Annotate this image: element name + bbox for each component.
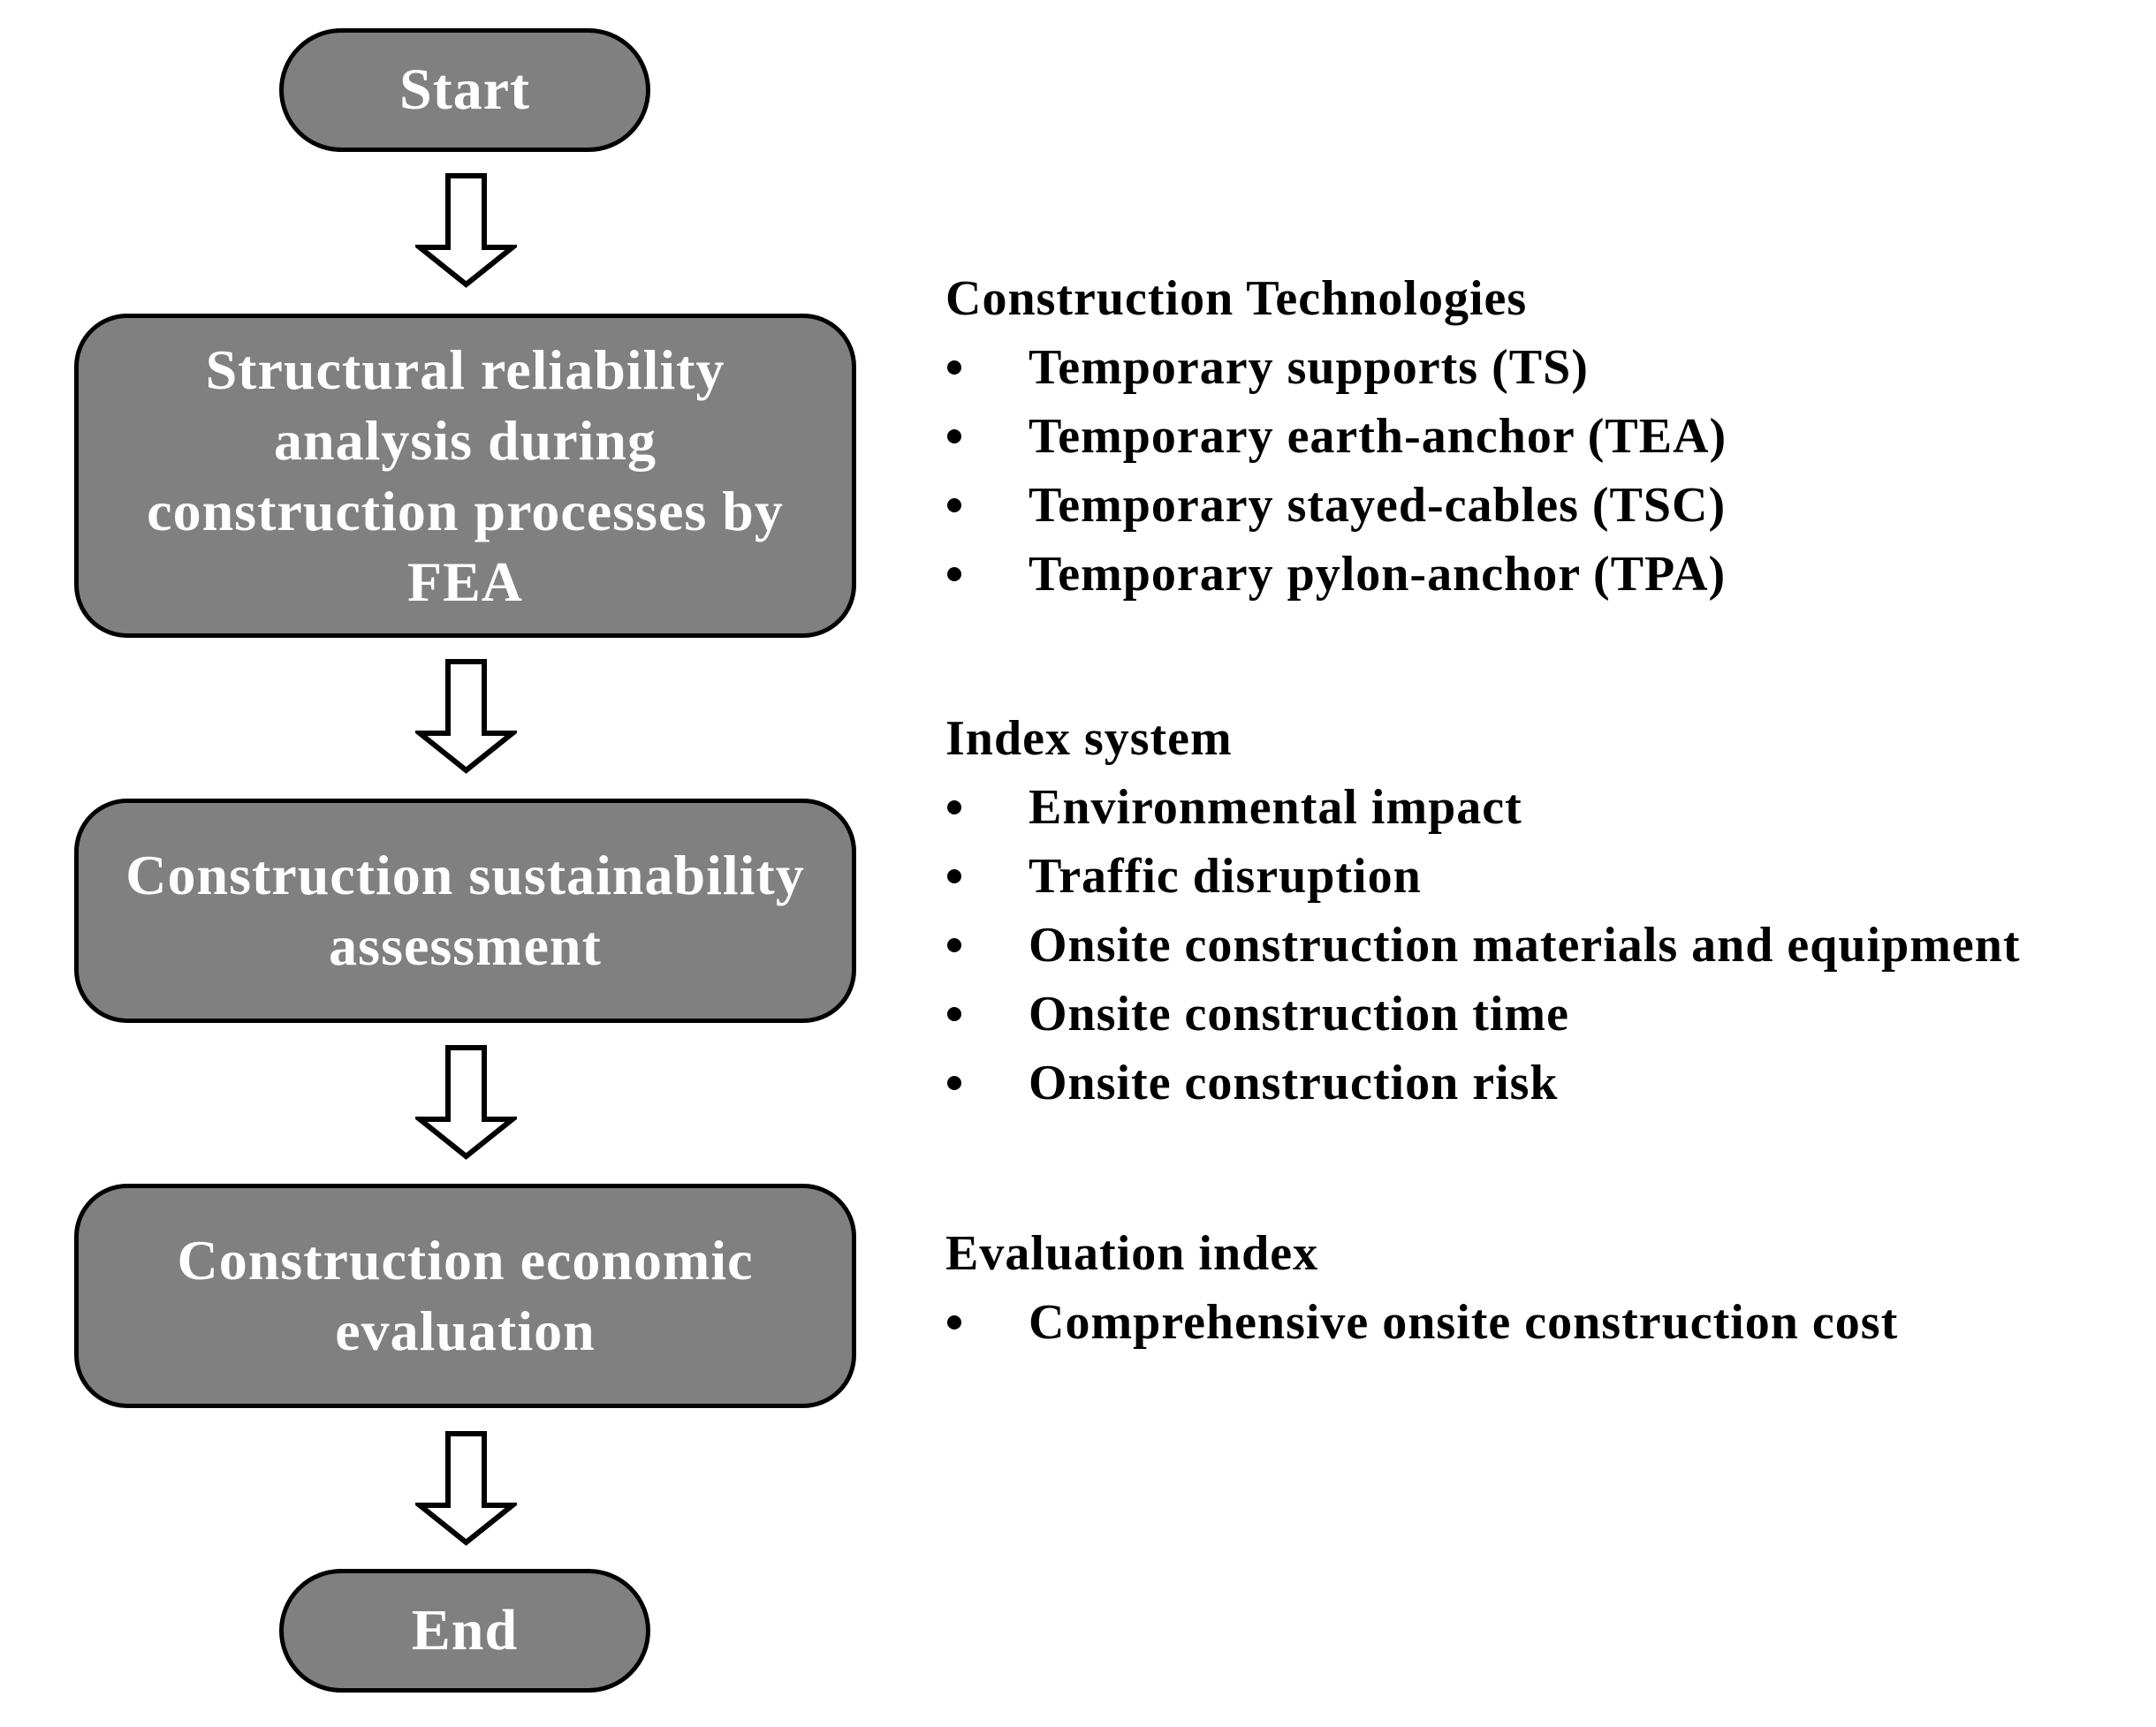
evaluation-index-list: Comprehensive onsite construction cost xyxy=(945,1288,1898,1357)
hollow-arrow-icon xyxy=(415,173,517,288)
hollow-arrow-icon xyxy=(415,1045,517,1160)
list-item-label: Onsite construction risk xyxy=(1029,1056,1559,1110)
list-item: Temporary earth-anchor (TEA) xyxy=(945,402,1727,471)
list-item-label: Temporary supports (TS) xyxy=(1029,340,1589,395)
evaluation-index-group: Evaluation index Comprehensive onsite co… xyxy=(945,1219,1898,1357)
index-system-group: Index system Environmental impact Traffi… xyxy=(945,704,2021,1117)
structural-reliability-step: Structural reliability analysis during c… xyxy=(74,314,856,638)
bullet-icon xyxy=(947,1007,961,1021)
down-arrow-4 xyxy=(415,1431,517,1546)
bullet-icon xyxy=(947,567,961,581)
list-item: Temporary stayed-cables (TSC) xyxy=(945,471,1727,540)
list-item-label: Onsite construction materials and equipm… xyxy=(1029,918,2021,973)
list-item-label: Onsite construction time xyxy=(1029,987,1569,1042)
list-item: Comprehensive onsite construction cost xyxy=(945,1288,1898,1357)
hollow-arrow-icon xyxy=(415,659,517,774)
down-arrow-1 xyxy=(415,173,517,288)
end-terminal: End xyxy=(279,1569,650,1693)
start-label: Start xyxy=(399,57,530,122)
list-item: Onsite construction time xyxy=(945,980,2021,1049)
index-system-heading: Index system xyxy=(945,711,1233,766)
construction-technologies-group: Construction Technologies Temporary supp… xyxy=(945,264,1727,609)
evaluation-index-heading: Evaluation index xyxy=(945,1226,1319,1281)
list-item-label: Temporary earth-anchor (TEA) xyxy=(1029,409,1727,464)
structural-reliability-label: Structural reliability analysis during c… xyxy=(147,337,784,613)
bullet-icon xyxy=(947,1076,961,1090)
list-item: Environmental impact xyxy=(945,773,2021,842)
list-item: Temporary supports (TS) xyxy=(945,333,1727,402)
bullet-icon xyxy=(947,800,961,814)
bullet-icon xyxy=(947,938,961,952)
list-item: Traffic disruption xyxy=(945,842,2021,911)
list-item-label: Traffic disruption xyxy=(1029,849,1422,904)
sustainability-assessment-label: Construction sustainability assessment xyxy=(125,844,805,977)
list-item: Onsite construction materials and equipm… xyxy=(945,911,2021,980)
list-item-label: Temporary pylon-anchor (TPA) xyxy=(1029,547,1727,602)
list-item-label: Comprehensive onsite construction cost xyxy=(1029,1295,1899,1350)
list-item: Onsite construction risk xyxy=(945,1049,2021,1117)
list-item-label: Temporary stayed-cables (TSC) xyxy=(1029,478,1727,533)
index-system-list: Environmental impact Traffic disruption … xyxy=(945,773,2021,1117)
list-item-label: Environmental impact xyxy=(1029,780,1522,835)
down-arrow-2 xyxy=(415,659,517,774)
bullet-icon xyxy=(947,360,961,375)
end-label: End xyxy=(411,1597,519,1663)
start-terminal: Start xyxy=(279,28,650,152)
sustainability-assessment-step: Construction sustainability assessment xyxy=(74,799,856,1023)
bullet-icon xyxy=(947,1315,961,1329)
hollow-arrow-icon xyxy=(415,1431,517,1546)
bullet-icon xyxy=(947,498,961,512)
bullet-icon xyxy=(947,869,961,883)
construction-technologies-list: Temporary supports (TS) Temporary earth-… xyxy=(945,333,1727,609)
list-item: Temporary pylon-anchor (TPA) xyxy=(945,540,1727,609)
economic-evaluation-label: Construction economic evaluation xyxy=(177,1229,754,1362)
down-arrow-3 xyxy=(415,1045,517,1160)
construction-technologies-heading: Construction Technologies xyxy=(945,271,1528,326)
bullet-icon xyxy=(947,429,961,443)
economic-evaluation-step: Construction economic evaluation xyxy=(74,1184,856,1408)
